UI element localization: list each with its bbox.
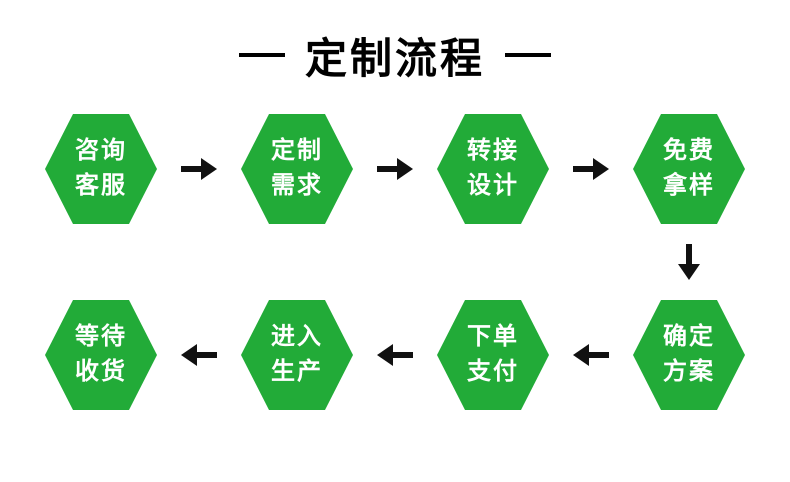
step-label-line: 支付 bbox=[467, 358, 519, 385]
arrow-right-icon bbox=[573, 158, 609, 180]
arrow-head bbox=[181, 344, 197, 366]
arrow-shaft bbox=[686, 244, 692, 264]
step-label-line: 方案 bbox=[663, 358, 715, 385]
step-label-line: 生产 bbox=[271, 358, 323, 385]
page-title-block: 定制流程 bbox=[0, 26, 790, 84]
step-wait-delivery: 等待 收货 bbox=[45, 300, 157, 410]
step-label-line: 转接 bbox=[467, 137, 519, 165]
step-free-sample: 免费 拿样 bbox=[633, 114, 745, 224]
step-label-line: 需求 bbox=[271, 172, 323, 199]
arrow-left-icon bbox=[377, 344, 413, 366]
arrow-right-icon bbox=[181, 158, 217, 180]
step-label-line: 下单 bbox=[467, 323, 519, 351]
step-label-line: 免费 bbox=[663, 137, 715, 165]
flow-connector-row bbox=[45, 224, 745, 300]
flow-row-bottom: 等待 收货 进入 生产 下单 支付 确定 方案 bbox=[45, 300, 745, 410]
step-transfer-design: 转接 设计 bbox=[437, 114, 549, 224]
arrow-head bbox=[201, 158, 217, 180]
step-label-line: 定制 bbox=[271, 137, 323, 165]
arrow-shaft bbox=[573, 166, 593, 172]
page-title: 定制流程 bbox=[304, 36, 485, 83]
step-enter-production: 进入 生产 bbox=[241, 300, 353, 410]
flow-row-top: 咨询 客服 定制 需求 转接 设计 免费 拿样 bbox=[45, 114, 745, 224]
arrow-shaft bbox=[377, 166, 397, 172]
step-label-line: 设计 bbox=[467, 172, 519, 199]
arrow-right-icon bbox=[377, 158, 413, 180]
arrow-left-icon bbox=[181, 344, 217, 366]
arrow-left-icon bbox=[573, 344, 609, 366]
step-order-payment: 下单 支付 bbox=[437, 300, 549, 410]
arrow-head bbox=[377, 344, 393, 366]
arrow-shaft bbox=[589, 352, 609, 358]
step-label-line: 等待 bbox=[75, 323, 127, 351]
title-divider-left bbox=[238, 53, 285, 57]
arrow-down-icon bbox=[678, 244, 700, 280]
arrow-shaft bbox=[197, 352, 217, 358]
step-consult-service: 咨询 客服 bbox=[45, 114, 157, 224]
flow-diagram: 咨询 客服 定制 需求 转接 设计 免费 拿样 bbox=[45, 114, 745, 410]
step-label-line: 咨询 bbox=[75, 137, 127, 165]
step-label-line: 拿样 bbox=[663, 172, 715, 199]
arrow-head bbox=[678, 264, 700, 280]
step-label-line: 收货 bbox=[75, 358, 127, 385]
step-label-line: 客服 bbox=[75, 172, 127, 199]
step-custom-requirements: 定制 需求 bbox=[241, 114, 353, 224]
arrow-shaft bbox=[393, 352, 413, 358]
down-arrow-cell bbox=[633, 244, 745, 280]
step-label-line: 进入 bbox=[271, 323, 323, 351]
arrow-head bbox=[397, 158, 413, 180]
title-divider-right bbox=[505, 53, 551, 57]
arrow-head bbox=[573, 344, 589, 366]
arrow-shaft bbox=[181, 166, 201, 172]
step-confirm-plan: 确定 方案 bbox=[633, 300, 745, 410]
step-label-line: 确定 bbox=[663, 323, 715, 351]
arrow-head bbox=[593, 158, 609, 180]
